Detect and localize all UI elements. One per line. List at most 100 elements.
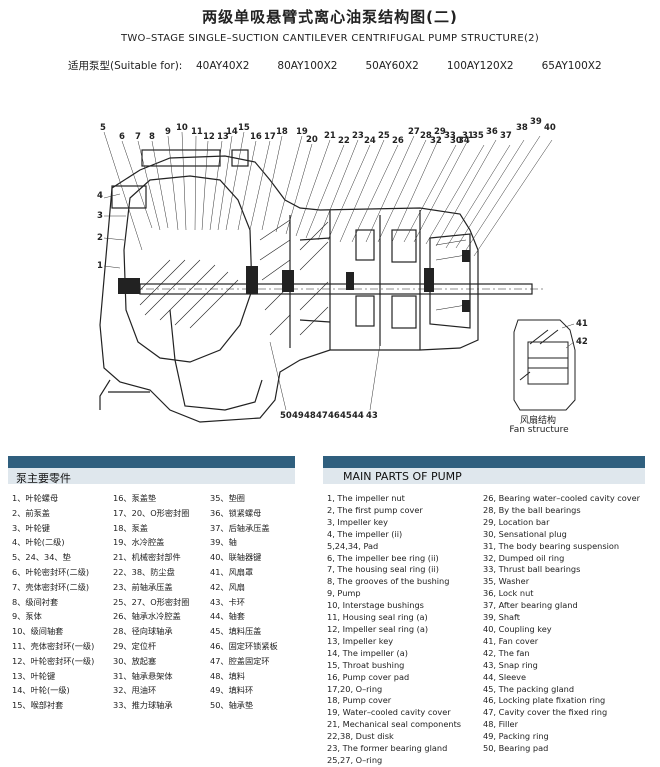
callout-label: 11 [191, 127, 203, 137]
callout-label: 6 [119, 132, 125, 142]
callout-label: 16 [250, 132, 262, 142]
callout-label: 24 [364, 136, 376, 146]
list-item: 32、甩油环 [113, 685, 157, 696]
callout-label: 13 [217, 132, 229, 142]
list-item: 26、轴承水冷腔盖 [113, 611, 181, 622]
list-item: 1、叶轮螺母 [12, 493, 59, 503]
list-item: 4、叶轮(二级) [12, 537, 65, 548]
list-item: 36, Lock nut [483, 588, 534, 599]
callout-label: 43 [366, 411, 378, 421]
list-item: 48, Filler [483, 719, 518, 730]
list-item: 31、轴承悬架体 [113, 670, 173, 681]
list-item: 49、填料环 [210, 685, 254, 696]
section-hatching [139, 219, 467, 336]
list-item: 49, Packing ring [483, 731, 549, 742]
list-item: 6、叶轮密封环(二级) [12, 566, 90, 577]
list-item: 32, Dumped oil ring [483, 552, 565, 563]
list-item: 11, Housing seal ring (a) [327, 612, 428, 623]
list-item: 28, By the ball bearings [483, 504, 581, 515]
list-item: 40、联轴器键 [210, 552, 262, 563]
list-item: 22,38, Dust disk [327, 731, 394, 742]
list-item: 25,27, O–ring [327, 754, 383, 765]
list-item: 41、风扇罩 [210, 566, 254, 577]
list-item: 17,20, O–ring [327, 683, 383, 694]
list-item: 13, Impeller key [327, 635, 394, 646]
callout-label: 48 [304, 411, 316, 421]
list-item: 12、叶轮密封环(一级) [12, 655, 95, 666]
list-item: 33, Thrust ball bearings [483, 564, 581, 575]
callout-label: 42 [576, 337, 588, 347]
list-item: 33、推力球轴承 [113, 700, 173, 711]
list-item: 18, Pump cover [327, 695, 392, 706]
en-parts-list-col1: 1, The impeller nut 2, The first pump co… [327, 493, 461, 767]
callout-label: 44 [352, 411, 364, 421]
callout-label: 47 [316, 411, 328, 421]
callout-label: 7 [135, 132, 141, 142]
list-item: 7、壳体密封环(二级) [12, 581, 90, 592]
en-parts-header: MAIN PARTS OF PUMP [323, 468, 645, 484]
callout-label: 34 [458, 136, 470, 146]
list-item: 45、填料压盖 [210, 626, 262, 637]
callout-label: 19 [296, 127, 308, 137]
callout-label: 30 [450, 136, 462, 146]
list-item: 18、泵盖 [113, 522, 148, 533]
list-item: 46, Locking plate fixation ring [483, 695, 606, 706]
callout-label: 31 [462, 131, 474, 141]
callout-label: 32 [430, 136, 442, 146]
list-item: 40, Coupling key [483, 623, 552, 634]
list-item: 29, Location bar [483, 516, 550, 527]
callout-label: 50 [280, 411, 292, 421]
callout-label: 5 [100, 123, 106, 133]
pump-structure-drawing: 5 6 7 8 9 10 11 12 13 14 15 16 17 18 19 … [97, 117, 588, 423]
list-item: 30、放起塞 [113, 655, 157, 666]
callout-label: 28 [420, 131, 432, 141]
fan-structure-caption-en: Fan structure [509, 425, 569, 435]
list-item: 14, The impeller (a) [327, 647, 408, 658]
callout-label: 9 [165, 127, 171, 137]
callout-label: 12 [203, 132, 215, 142]
model-item: 50AY60X2 [365, 60, 419, 72]
cn-parts-header-bar [8, 456, 295, 468]
en-parts-header-text: MAIN PARTS OF PUMP [343, 470, 462, 483]
callout-label: 15 [238, 123, 250, 133]
list-item: 35、垫圈 [210, 493, 245, 503]
list-item: 48、填料 [210, 670, 245, 681]
list-item: 9、泵体 [12, 611, 42, 622]
en-parts-list-col2: 26, Bearing water–cooled cavity cover 28… [483, 493, 640, 755]
cn-parts-list-col3: 35、垫圈 36、锁紧螺母 37、后轴承压盖 39、轴 40、联轴器键 41、风… [210, 491, 278, 713]
list-item: 12, Impeller seal ring (a) [327, 623, 429, 634]
cn-parts-header-text: 泵主要零件 [16, 472, 71, 485]
page-title-en: TWO–STAGE SINGLE–SUCTION CANTILEVER CENT… [120, 33, 540, 44]
callout-label: 17 [264, 132, 276, 142]
list-item: 15、喉部衬套 [12, 700, 64, 711]
list-item: 8、级间衬套 [12, 596, 59, 607]
callout-label: 41 [576, 319, 588, 329]
shaft [130, 283, 545, 295]
callout-label: 18 [276, 127, 288, 137]
list-item: 15, Throat bushing [327, 659, 405, 670]
callout-label: 14 [226, 127, 238, 137]
list-item: 35, Washer [483, 576, 530, 587]
list-item: 25、27、O形密封圈 [113, 596, 190, 607]
fan-structure-caption-cn: 风扇结构 [519, 416, 556, 426]
list-item: 42、风扇 [210, 581, 245, 592]
list-item: 50, Bearing pad [483, 743, 549, 754]
list-item: 2, The first pump cover [327, 504, 423, 515]
list-item: 6, The impeller bee ring (ii) [327, 552, 439, 563]
cn-parts-list-col2: 16、泵盖垫 17、20、O形密封圈 18、泵盖 19、水冷腔盖 21、机械密封… [113, 491, 189, 713]
list-item: 2、前泵盖 [12, 507, 50, 518]
callout-numbers: 5 6 7 8 9 10 11 12 13 14 15 16 17 18 19 … [97, 117, 588, 421]
list-item: 26, Bearing water–cooled cavity cover [483, 493, 641, 503]
list-item: 39, Shaft [483, 612, 520, 623]
callout-label: 2 [97, 233, 103, 243]
callout-label: 35 [472, 131, 484, 141]
list-item: 36、锁紧螺母 [210, 507, 262, 518]
list-item: 23, The former bearing gland [327, 743, 448, 754]
list-item: 43, Snap ring [483, 659, 538, 670]
list-item: 21、机械密封部件 [113, 552, 181, 563]
callout-label: 40 [544, 123, 556, 133]
callout-label: 45 [340, 411, 352, 421]
list-item: 5、24、34、垫 [12, 552, 71, 563]
list-item: 13、叶轮键 [12, 670, 56, 681]
list-item: 5,24,34, Pad [327, 540, 379, 551]
